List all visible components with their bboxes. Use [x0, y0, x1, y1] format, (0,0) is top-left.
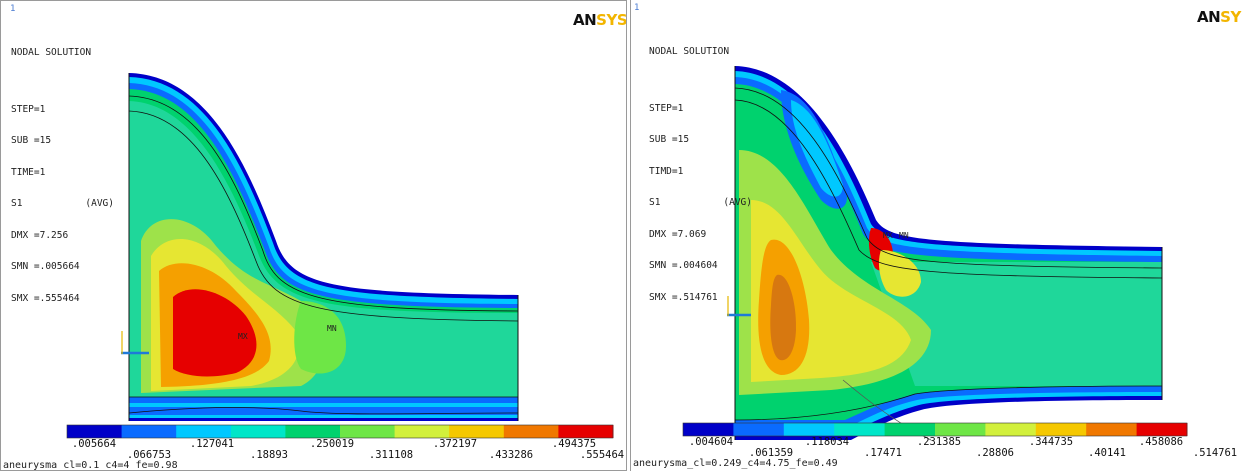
- legend-swatch: [340, 425, 396, 438]
- info-time: TIMD=1: [649, 165, 684, 177]
- legend-swatch: [394, 425, 450, 438]
- info-variable: S1: [11, 198, 23, 209]
- info-step: STEP=1: [11, 103, 46, 115]
- info-smx: SMX =.555464: [11, 292, 80, 304]
- info-avg: (AVG): [723, 197, 752, 208]
- legend-swatch: [67, 425, 123, 438]
- legend-label: .40141: [1088, 447, 1126, 459]
- legend-label: .28806: [976, 447, 1014, 459]
- color-legend-bar: [66, 424, 614, 439]
- legend-label: .458086: [1138, 436, 1184, 448]
- legend-swatch: [1136, 423, 1188, 436]
- legend-swatch: [121, 425, 177, 438]
- info-sub: SUB =15: [11, 135, 52, 146]
- legend-swatch: [783, 423, 835, 436]
- info-dmx: DMX =7.069: [649, 228, 707, 240]
- info-variable: S1: [649, 197, 661, 208]
- frame-number: 1: [10, 4, 16, 14]
- info-title: NODAL SOLUTION: [649, 46, 730, 57]
- legend-label: .004604: [688, 436, 734, 448]
- legend-swatch: [1035, 423, 1087, 436]
- legend-label: .250019: [309, 438, 355, 450]
- legend-swatch: [176, 425, 232, 438]
- max-marker: MX: [238, 332, 248, 341]
- legend-swatch: [449, 425, 505, 438]
- legend-label: .514761: [1192, 447, 1238, 459]
- left-contour-plot: MX MN: [66, 73, 614, 439]
- legend-label: .18893: [250, 449, 288, 461]
- info-time: TIME=1: [11, 166, 46, 178]
- ansys-logo: ANSYS: [1197, 8, 1242, 26]
- legend-swatch: [683, 423, 734, 436]
- legend-label: .555464: [579, 449, 625, 461]
- info-smn: SMN =.004604: [649, 260, 718, 271]
- model-caption: aneurysma_cl=0.1_c4=4_fe=0.98: [3, 460, 178, 471]
- legend-swatch: [230, 425, 286, 438]
- legend-label: .311108: [368, 449, 414, 461]
- legend-label: .127041: [189, 438, 235, 450]
- legend-swatch: [834, 423, 886, 436]
- legend-border: [66, 424, 614, 439]
- min-marker: MN: [899, 231, 909, 240]
- info-title: NODAL SOLUTION: [11, 47, 92, 58]
- legend-label: .066753: [126, 449, 172, 461]
- legend-swatch: [1086, 423, 1138, 436]
- legend-label: .118034: [804, 436, 850, 448]
- ansys-logo: ANSYS: [573, 11, 627, 29]
- legend-swatch: [935, 423, 986, 436]
- legend-label: .372197: [432, 438, 478, 450]
- legend-label: .005664: [71, 438, 117, 450]
- solution-info: NODAL SOLUTION STEP=1 SUB =15 TIMD=1 S1 …: [649, 26, 752, 324]
- legend-label: .231385: [916, 436, 962, 448]
- legend-swatch: [733, 423, 785, 436]
- legend-swatch: [285, 425, 341, 438]
- info-smn: SMN =.005664: [11, 261, 80, 272]
- legend-label: .061359: [748, 447, 794, 459]
- legend-swatch: [985, 423, 1037, 436]
- legend-swatch: [503, 425, 559, 438]
- info-step: STEP=1: [649, 102, 684, 114]
- model-caption: aneurysma_cl=0.249_c4=4.75_fe=0.49: [633, 458, 838, 469]
- legend-label: .433286: [488, 449, 534, 461]
- legend-labels: .004604 .118034 .231385 .344735 .458086 …: [631, 436, 1242, 466]
- max-marker: MX: [883, 231, 893, 240]
- legend-label: .17471: [864, 447, 902, 459]
- solution-info: NODAL SOLUTION STEP=1 SUB =15 TIME=1 S1 …: [11, 27, 114, 325]
- info-dmx: DMX =7.256: [11, 229, 69, 241]
- legend-border: [682, 422, 1188, 437]
- color-legend-bar: [682, 422, 1188, 437]
- legend-swatch: [884, 423, 936, 436]
- legend-labels: .005664 .127041 .250019 .372197 .494375 …: [1, 438, 626, 468]
- info-smx: SMX =.514761: [649, 291, 718, 303]
- right-contour-plot: MX MN: [682, 66, 1188, 441]
- right-plot-panel: MX MN 1 ANSYS NODAL SOLUTION STEP=1 SUB …: [630, 0, 1242, 471]
- frame-number: 1: [634, 3, 640, 13]
- min-marker: MN: [327, 324, 337, 333]
- info-sub: SUB =15: [649, 134, 690, 145]
- legend-swatch: [558, 425, 614, 438]
- left-plot-panel: MX MN 1 ANSYS NODAL SOLUTION STEP=1 SUB …: [0, 0, 627, 471]
- legend-label: .344735: [1028, 436, 1074, 448]
- legend-label: .494375: [551, 438, 597, 450]
- info-avg: (AVG): [85, 198, 114, 209]
